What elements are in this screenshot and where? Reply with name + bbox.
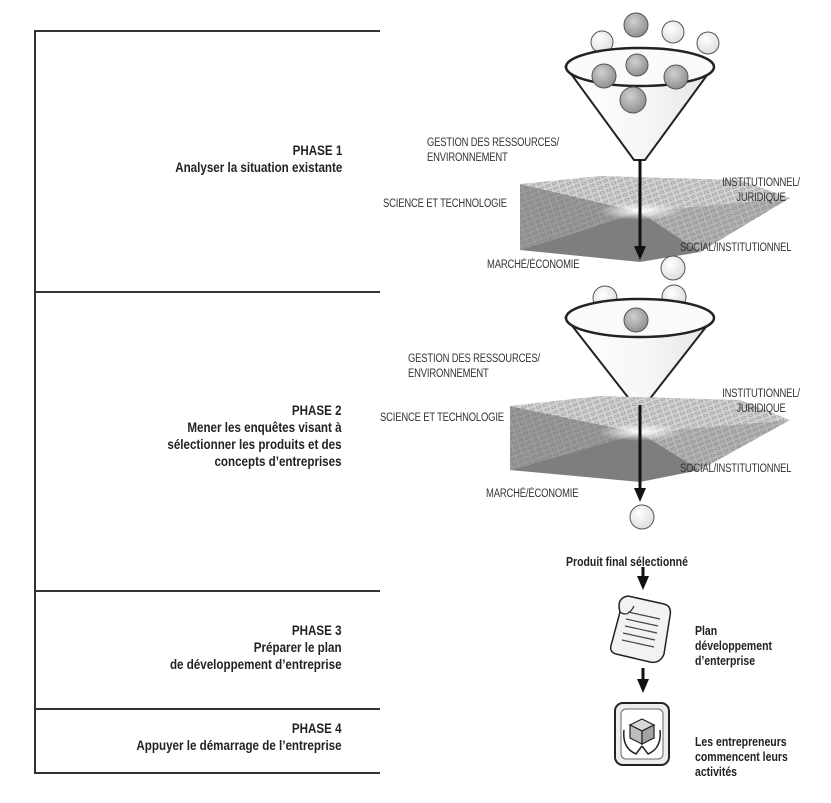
phase-1-title: PHASE 1	[292, 143, 342, 158]
selected-product-label: Produit final sélectionné	[566, 555, 688, 569]
phase-4-description: Appuyer le démarrage de l’entreprise	[136, 738, 342, 753]
phase-1-description: Analyser la situation existante	[174, 160, 342, 175]
funnel-icon	[563, 297, 716, 406]
label-resources-1: GESTION DES RESSOURCES/ ENVIRONNEMENT	[427, 137, 559, 164]
label-social-1: SOCIAL/INSTITUTIONNEL	[680, 242, 792, 254]
arrow-down-icon	[634, 160, 646, 260]
label-market-2: MARCHÉ/ÉCONOMIE	[486, 488, 579, 500]
phase-4-label: PHASE 4 Appuyer le démarrage de l’entrep…	[137, 720, 342, 754]
phase-divider-3-4	[34, 708, 380, 710]
label-science-1: SCIENCE ET TECHNOLOGIE	[383, 198, 507, 210]
label-institutional-2: INSTITUTIONNEL/ JURIDIQUE	[722, 388, 800, 415]
phase-2-label: PHASE 2 Mener les enquêtes visant à séle…	[168, 402, 342, 470]
phase-divider-2-3	[34, 590, 380, 592]
phase-3-description: Préparer le plan de développement d’entr…	[170, 640, 342, 672]
output-ball-2	[629, 504, 655, 530]
label-institutional-1: INSTITUTIONNEL/ JURIDIQUE	[722, 177, 800, 204]
plan-label: Plan développement d’enterprise	[695, 624, 773, 668]
arrow-down-icon	[634, 405, 646, 502]
arrow-down-icon	[637, 567, 649, 590]
label-market-1: MARCHÉ/ÉCONOMIE	[487, 259, 580, 271]
phase-3-title: PHASE 3	[292, 623, 342, 638]
phase-4-title: PHASE 4	[292, 721, 342, 736]
phase-2-title: PHASE 2	[292, 403, 342, 418]
arrow-down-icon	[637, 668, 649, 693]
document-icon	[609, 595, 672, 664]
label-resources-2: GESTION DES RESSOURCES/ ENVIRONNEMENT	[408, 353, 540, 380]
funnel-icon	[564, 46, 716, 161]
label-social-2: SOCIAL/INSTITUTIONNEL	[680, 463, 792, 475]
grid-pyramid-icon	[510, 396, 790, 482]
output-ball-1	[660, 255, 686, 281]
label-science-2: SCIENCE ET TECHNOLOGIE	[380, 412, 504, 424]
phase-2-description: Mener les enquêtes visant à sélectionner…	[167, 420, 342, 469]
phase-divider-1-2	[34, 291, 380, 293]
input-balls-1	[590, 12, 720, 55]
phase-3-label: PHASE 3 Préparer le plan de développemen…	[170, 622, 342, 673]
phase-divider-top	[34, 30, 380, 32]
phase-divider-bottom	[34, 772, 380, 774]
phase-1-label: PHASE 1 Analyser la situation existante	[175, 142, 342, 176]
phase-bracket-line	[34, 30, 36, 774]
hands-box-icon	[614, 702, 670, 766]
entrepreneurs-label: Les entrepreneurs commencent leurs activ…	[695, 735, 788, 779]
